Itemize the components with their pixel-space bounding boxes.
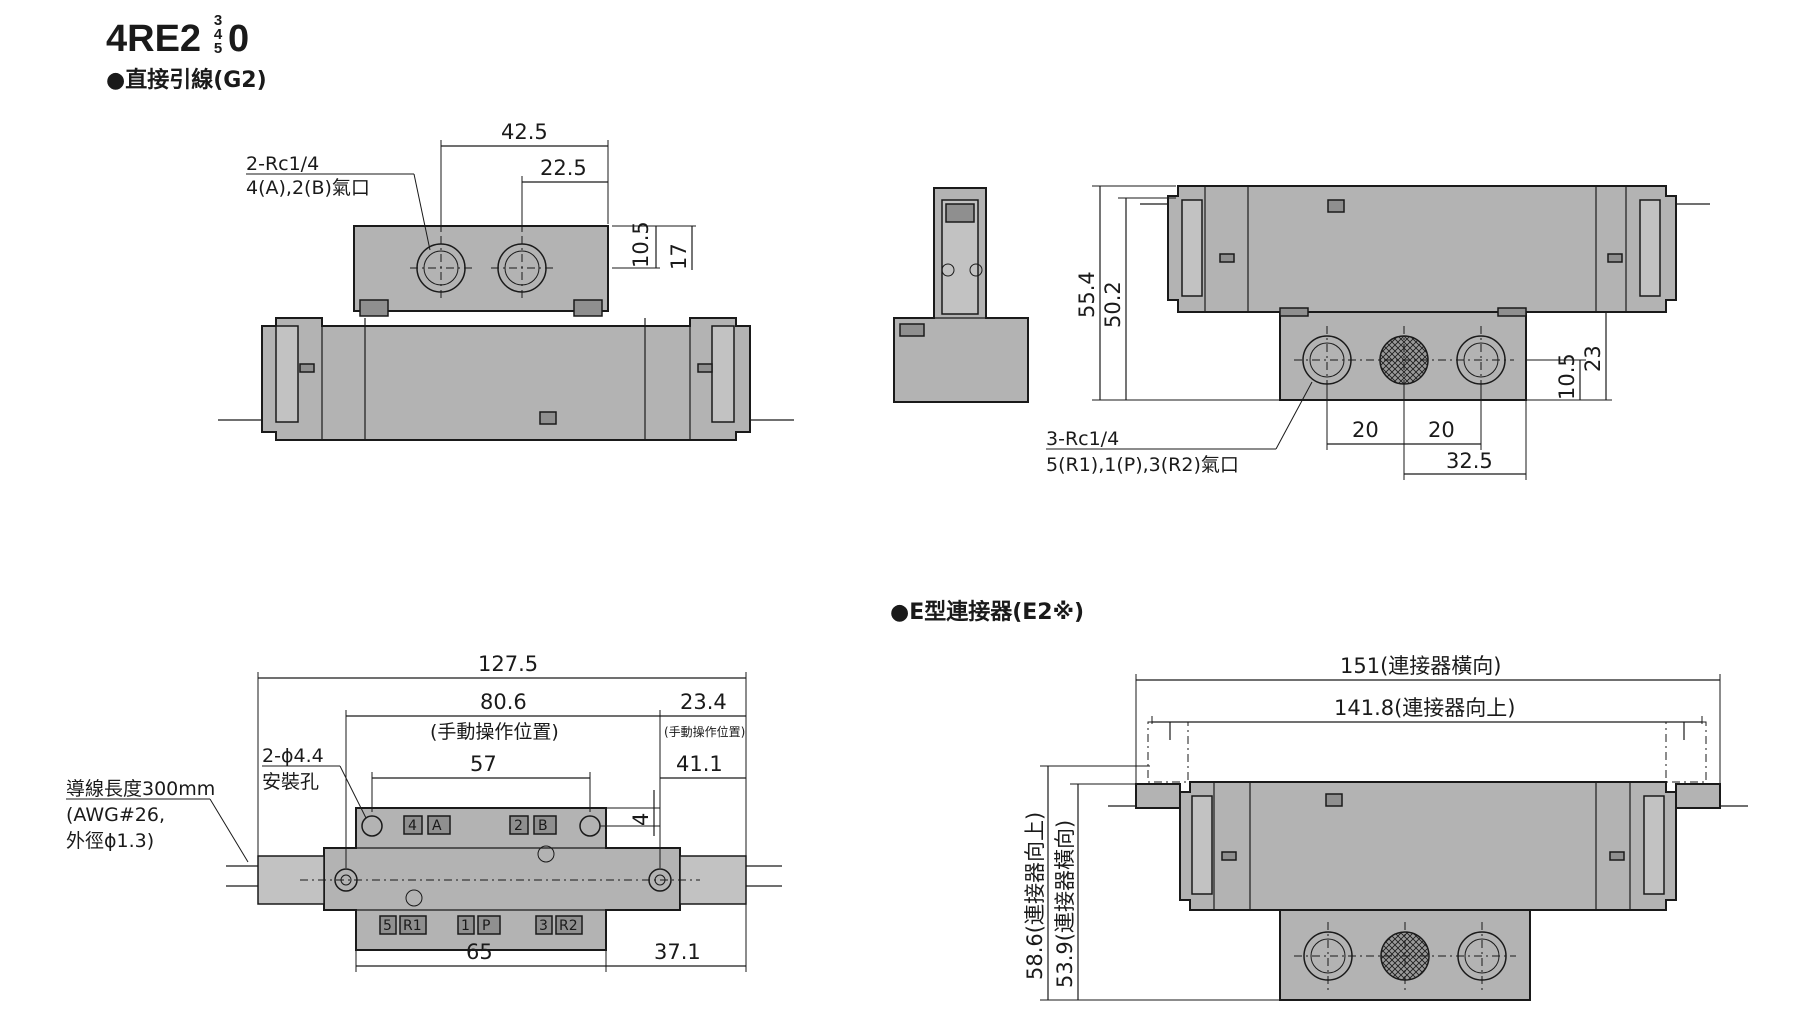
dim-17: 17 xyxy=(667,243,691,270)
port-tags-top: 4 A 2 B xyxy=(403,815,557,835)
manual-pos: (手動操作位置) xyxy=(430,721,559,743)
tag-top-1: A xyxy=(432,818,442,834)
model-fraction-5: 5 xyxy=(213,40,223,57)
dim-151: 151(連接器橫向) xyxy=(1340,654,1501,678)
wire-label-1: 導線長度300mm xyxy=(66,778,215,800)
e-valve-body xyxy=(1179,781,1677,911)
model-fraction-4: 4 xyxy=(213,26,223,43)
dim-22-5: 22.5 xyxy=(540,156,587,180)
dim-80-6: 80.6 xyxy=(480,690,527,714)
tag-top-0: 4 xyxy=(408,818,417,834)
tag-bot-4: 3 xyxy=(539,918,548,934)
side-port-label-2: 5(R1),1(P),3(R2)氣口 xyxy=(1046,454,1239,476)
side-port-label-1: 3-Rc1/4 xyxy=(1046,428,1119,450)
end-view xyxy=(893,187,1029,403)
tag-bot-3: P xyxy=(482,918,490,934)
section-direct-wiring: ●直接引線(G2) xyxy=(106,68,267,93)
hole-label-2: 安裝孔 xyxy=(262,771,319,793)
manual-pos-small: (手動操作位置) xyxy=(664,724,745,739)
model-base: 4RE2 xyxy=(106,18,202,60)
dim-37-1: 37.1 xyxy=(654,940,701,964)
dim-58-6: 58.6(連接器向上) xyxy=(1023,812,1047,980)
tag-bot-5: R2 xyxy=(559,918,578,934)
front-view: 42.5 22.5 10.5 17 2-Rc1/4 4(A),2(B)氣口 xyxy=(218,120,794,441)
dim-127-5: 127.5 xyxy=(478,652,538,676)
model-suffix: 0 xyxy=(228,18,250,60)
dim-32-5: 32.5 xyxy=(1446,449,1493,473)
model-fraction: 3 4 5 xyxy=(208,12,228,57)
dim-23: 23 xyxy=(1581,345,1605,372)
dim-23-4: 23.4 xyxy=(680,690,727,714)
e-connector-view: 151(連接器橫向) 141.8(連接器向上) 58.6(連接器向上) 53.9… xyxy=(1023,654,1748,1001)
tag-bot-1: R1 xyxy=(403,918,422,934)
wire-label-2: (AWG#26, xyxy=(66,804,165,826)
model-title: 4RE2 3 4 5 0 xyxy=(106,13,249,61)
section-e-connector: ●E型連接器(E2※) xyxy=(890,600,1085,625)
side-valve-body xyxy=(1167,185,1677,313)
side-view: 55.4 50.2 10.5 23 20 20 32.5 3-Rc1/4 5(R… xyxy=(1046,185,1710,480)
wire-label-3: 外徑ϕ1.3) xyxy=(66,830,154,852)
dim-141-8: 141.8(連接器向上) xyxy=(1334,696,1516,720)
front-valve-body xyxy=(261,317,751,441)
front-port-label-2: 4(A),2(B)氣口 xyxy=(246,177,370,199)
dim-10-5-side: 10.5 xyxy=(1555,353,1579,400)
port-tags-bottom: 5 R1 1 P 3 R2 xyxy=(379,915,583,935)
dim-20-a: 20 xyxy=(1352,418,1379,442)
tag-top-3: B xyxy=(538,818,548,834)
dim-20-b: 20 xyxy=(1428,418,1455,442)
dim-65: 65 xyxy=(466,940,493,964)
dim-41-1: 41.1 xyxy=(676,752,723,776)
dim-53-9: 53.9(連接器橫向) xyxy=(1053,820,1077,988)
front-base-block xyxy=(353,225,609,312)
dim-4: 4 xyxy=(629,813,653,826)
tag-bot-0: 5 xyxy=(383,918,392,934)
tag-bot-2: 1 xyxy=(461,918,470,934)
front-port-label-1: 2-Rc1/4 xyxy=(246,153,319,175)
dim-50-2: 50.2 xyxy=(1101,281,1125,328)
dim-42-5: 42.5 xyxy=(501,120,548,144)
dim-55-4: 55.4 xyxy=(1075,271,1099,318)
dim-57: 57 xyxy=(470,752,497,776)
dim-10-5-front: 10.5 xyxy=(629,221,653,268)
model-fraction-3: 3 xyxy=(213,12,223,29)
tag-top-2: 2 xyxy=(514,818,523,834)
top-view: 4 A 2 B 5 R1 1 P 3 R2 127.5 xyxy=(66,652,782,972)
hole-label-1: 2-ϕ4.4 xyxy=(262,745,324,767)
